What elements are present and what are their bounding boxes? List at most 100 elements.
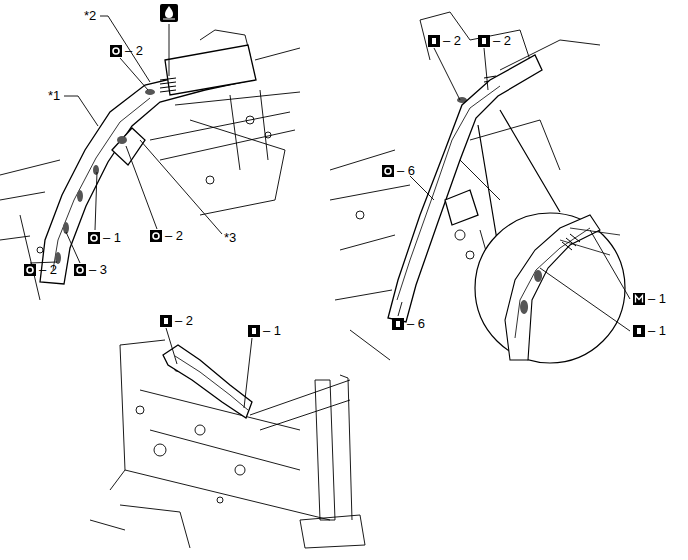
detail-magnifier (475, 110, 625, 363)
body-structure (420, 12, 600, 70)
weld-symbol-m (633, 293, 645, 305)
drop-symbol (160, 4, 178, 22)
weld-symbol-o-mark (153, 233, 159, 239)
drop-symbol (165, 6, 173, 18)
weld-callout: – 1 (263, 323, 281, 338)
body-structure (315, 375, 352, 520)
leader-lines (166, 328, 177, 364)
leader-lines (64, 96, 98, 126)
drop-symbol (160, 4, 178, 22)
weld-callout: – 2 (493, 33, 511, 48)
weld-symbol-i-mark (637, 328, 641, 334)
leader-lines (410, 176, 434, 200)
leader-lines (590, 230, 630, 299)
weld-symbol-o (24, 45, 394, 276)
weld-callout: – 2 (125, 43, 143, 58)
weld-symbol-i (392, 318, 404, 330)
weld-callout: – 6 (397, 163, 415, 178)
weld-callout: – 2 (175, 313, 193, 328)
weld-points (77, 190, 83, 202)
leader-lines (100, 16, 150, 82)
weld-symbol-i-mark (252, 328, 256, 334)
weld-symbol-i-mark (396, 321, 400, 327)
leader-lines (30, 16, 630, 408)
front-pillar (53, 98, 150, 270)
weld-symbol-i-mark (164, 318, 168, 324)
body-structure (150, 92, 300, 215)
body-structure (37, 247, 43, 253)
leader-lines (126, 146, 157, 229)
body-structure (265, 132, 271, 138)
front-pillar (40, 45, 256, 284)
front-pillar (165, 45, 256, 95)
weld-symbol-i-mark (164, 38, 641, 334)
weld-symbol-o-mark (91, 235, 97, 241)
weld-symbol-i (478, 35, 490, 47)
weld-callout: – 3 (89, 262, 107, 277)
weld-points (93, 165, 99, 175)
body-structure (217, 497, 223, 503)
weld-callout: – 2 (443, 33, 461, 48)
sealer-marks (160, 76, 496, 92)
leader-lines (140, 140, 222, 234)
weld-symbol-i (633, 325, 645, 337)
front-pillar (40, 62, 252, 284)
weld-symbol-o-mark (27, 48, 391, 273)
leader-lines (540, 268, 630, 331)
weld-symbol-o-mark (27, 267, 33, 273)
weld-symbol-o (110, 45, 122, 57)
leader-lines (95, 172, 97, 230)
detail-magnifier (475, 213, 625, 363)
weld-symbol-o (24, 264, 36, 276)
weld-symbol-o (382, 165, 394, 177)
body-structure (246, 116, 254, 124)
weld-symbol-o-mark (385, 168, 391, 174)
drop-symbol (163, 19, 175, 20)
body-structure (330, 150, 410, 360)
sealer-marks (160, 78, 176, 92)
weld-points (145, 89, 155, 95)
body-structure (356, 211, 364, 219)
part-callout: *2 (84, 8, 96, 23)
leader-lines (169, 24, 170, 76)
weld-symbol-o-mark (113, 48, 119, 54)
weld-callout: – 6 (407, 316, 425, 331)
body-structure (206, 176, 214, 184)
weld-symbol-i (248, 325, 260, 337)
pillar-reinforcement (163, 345, 252, 418)
detail-magnifier (520, 270, 542, 314)
leader-lines (434, 48, 460, 100)
weld-symbol-i (160, 315, 172, 327)
part-callout: *3 (224, 230, 236, 245)
leader-lines (398, 302, 402, 316)
pillar-reinforcement (175, 356, 248, 410)
weld-symbol-i (160, 35, 645, 337)
body-structure (455, 230, 465, 240)
body-structure (90, 505, 190, 548)
weld-symbol-o (74, 264, 86, 276)
body-structure (235, 465, 245, 475)
front-pillar (112, 128, 145, 165)
leader-lines (244, 338, 252, 408)
weld-symbol-o (150, 230, 162, 242)
weld-symbol-o-mark (77, 267, 83, 273)
leader-lines (120, 58, 148, 90)
weld-callout: – 1 (648, 291, 666, 306)
part-callout: *1 (48, 88, 60, 103)
body-structure (110, 340, 330, 520)
body-structure (250, 380, 350, 430)
leader-lines (66, 232, 80, 263)
weld-symbol-i-mark (482, 38, 486, 44)
weld-callout: – 1 (648, 323, 666, 338)
body-structure (154, 444, 166, 456)
weld-callout: – 2 (165, 228, 183, 243)
weld-symbol-o (88, 232, 100, 244)
weld-symbol-m (636, 296, 643, 303)
weld-points (117, 136, 127, 144)
pillar-reinforcement (163, 345, 252, 418)
weld-symbol-i-mark (432, 38, 436, 44)
leader-lines (484, 48, 488, 90)
body-structure (195, 425, 205, 435)
